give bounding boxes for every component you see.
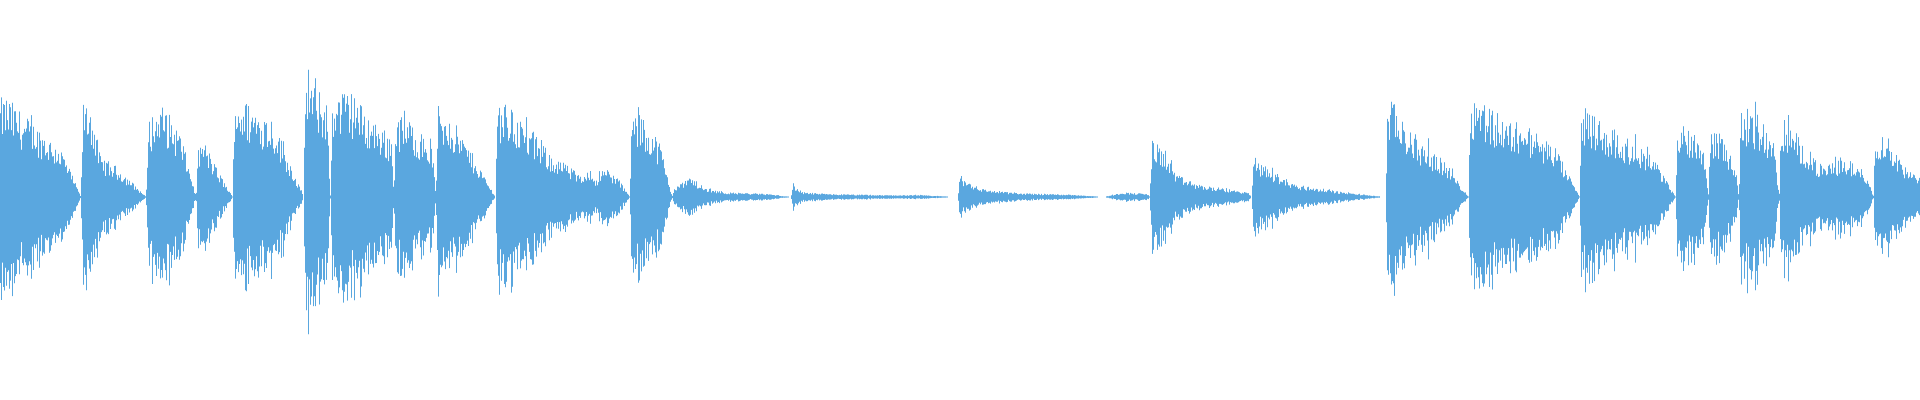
waveform-samples xyxy=(0,69,1920,335)
waveform-bars xyxy=(0,69,1920,335)
